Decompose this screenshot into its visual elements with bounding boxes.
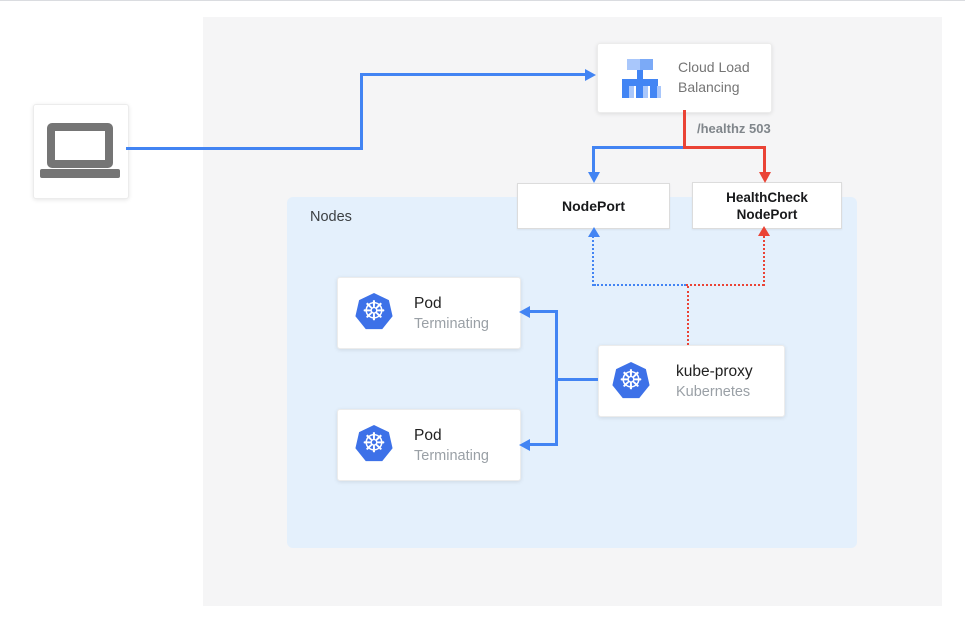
load-balancer-icon [622, 59, 661, 98]
arrowhead-right [585, 68, 596, 81]
client-node [33, 104, 129, 199]
pod-2-text: Pod Terminating [414, 410, 489, 480]
arrowhead-down [758, 172, 771, 183]
pod-title: Pod [414, 426, 442, 444]
kubernetes-icon: ☸ [612, 362, 650, 399]
arrowhead-left [519, 305, 530, 318]
arrowhead-up [587, 227, 600, 237]
pod-status: Terminating [414, 315, 489, 332]
laptop-screen-shape [47, 123, 113, 168]
healthcheck-nodeport-node: HealthCheck NodePort [692, 182, 842, 229]
kube-proxy-subtitle: Kubernetes [676, 383, 751, 400]
pod-node-1: ☸ Pod Terminating [337, 277, 521, 349]
healthz-status-label: /healthz 503 [697, 121, 771, 136]
laptop-base-shape [40, 169, 120, 178]
kubernetes-icon: ☸ [355, 425, 393, 462]
arrowhead-left [519, 438, 530, 451]
cloud-load-balancing-label: Cloud Load Balancing [678, 59, 750, 95]
arrowhead-up [758, 226, 770, 236]
kube-proxy-text: kube-proxy Kubernetes [676, 346, 753, 416]
kube-proxy-node: ☸ kube-proxy Kubernetes [598, 345, 785, 417]
arrowhead-down [587, 172, 600, 183]
nodeport-node: NodePort [517, 183, 670, 229]
pod-title: Pod [414, 294, 442, 312]
pod-status: Terminating [414, 447, 489, 464]
pod-1-text: Pod Terminating [414, 278, 489, 348]
nodes-label: Nodes [310, 209, 352, 225]
kube-proxy-title: kube-proxy [676, 362, 753, 380]
nodeport-label: NodePort [562, 198, 625, 214]
kubernetes-icon: ☸ [355, 293, 393, 330]
cloud-load-balancing-node: Cloud Load Balancing [597, 43, 772, 113]
pod-node-2: ☸ Pod Terminating [337, 409, 521, 481]
healthcheck-nodeport-label: HealthCheck NodePort [726, 189, 808, 222]
